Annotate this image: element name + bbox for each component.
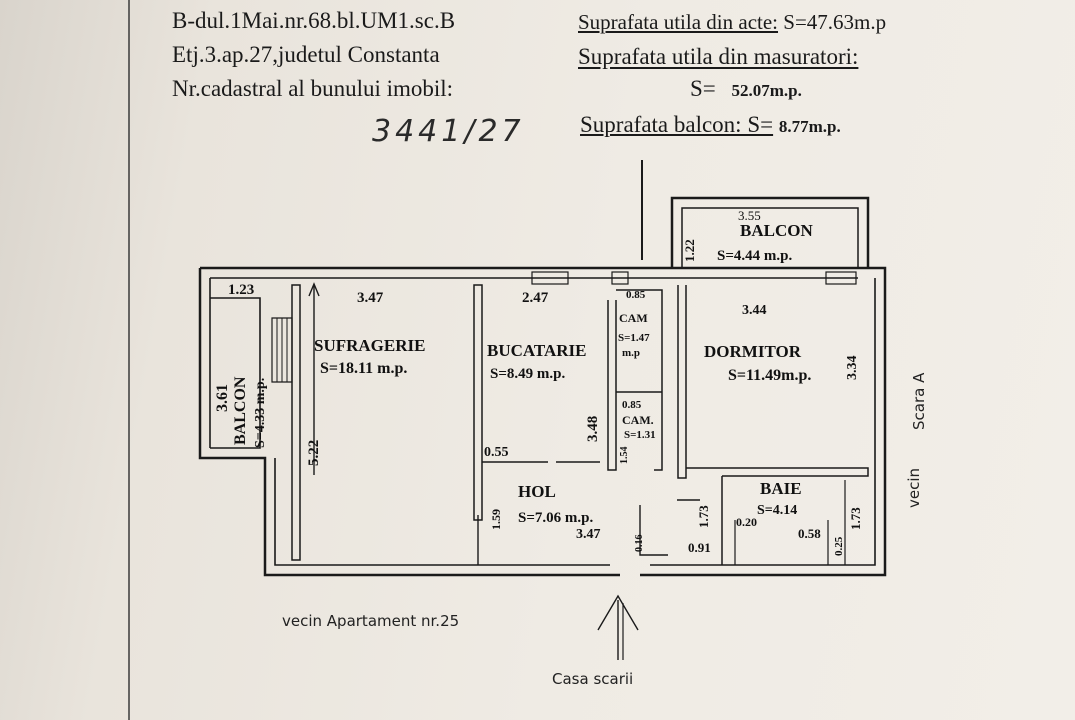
cam1-name: CAM <box>619 311 648 325</box>
bucatarie-area: S=8.49 m.p. <box>490 366 565 382</box>
dormitor-area: S=11.49m.p. <box>728 367 811 384</box>
surface-masuratori-value: 52.07m.p. <box>731 81 802 100</box>
bucatarie-extra: 0.55 <box>484 445 509 460</box>
sufragerie-name: SUFRAGERIE <box>314 336 425 355</box>
baie-d5: 0.16 <box>634 535 645 553</box>
surface-masuratori-label: Suprafata utila din masuratori: <box>578 44 859 69</box>
cam2-width: 0.85 <box>622 399 642 411</box>
bucatarie-name: BUCATARIE <box>487 341 587 360</box>
sufragerie-length: 5.22 <box>306 440 322 466</box>
surface-masuratori-prefix: S= <box>690 76 716 101</box>
dormitor-length: 3.34 <box>845 356 860 381</box>
cam1-width: 0.85 <box>626 289 646 301</box>
cadastral-number-handwritten: 3441/27 <box>372 114 525 149</box>
baie-depth-left: 1.73 <box>696 505 711 528</box>
scara-note: Scara A <box>910 372 928 430</box>
baie-depth-right: 1.73 <box>848 507 863 530</box>
balcon-top-depth: 1.22 <box>682 239 697 262</box>
baie-name: BAIE <box>760 479 802 498</box>
dormitor-width: 3.44 <box>742 303 767 318</box>
casa-scarii-note: Casa scarii <box>552 670 634 688</box>
balcon-left-length: 3.61 <box>214 384 231 412</box>
bucatarie-width: 2.47 <box>522 290 549 306</box>
surface-balcon-label: Suprafata balcon: S= <box>580 112 774 137</box>
dormitor-name: DORMITOR <box>704 342 802 361</box>
margin-line <box>128 0 130 720</box>
sufragerie-width: 3.47 <box>357 290 384 306</box>
surface-acte-label: Suprafata utila din acte: <box>578 10 779 34</box>
bucatarie-length: 3.48 <box>585 416 601 442</box>
balcon-left-width: 1.23 <box>228 282 254 298</box>
surface-acte: Suprafata utila din acte: S=47.63m.p <box>578 10 886 35</box>
surface-balcon-value: 8.77m.p. <box>778 117 841 136</box>
baie-d4: 0.91 <box>688 540 711 555</box>
surface-acte-value: S=47.63m.p <box>783 10 887 34</box>
hol-width: 3.47 <box>576 527 601 542</box>
baie-area: S=4.14 <box>757 503 797 518</box>
address-line-2: Etj.3.ap.27,judetul Constanta <box>172 42 440 67</box>
cadastral-label: Nr.cadastral al bunului imobil: <box>172 76 454 101</box>
balcon-top-width: 3.55 <box>738 208 761 223</box>
hol-depth: 1.59 <box>489 509 503 530</box>
sufragerie-area: S=18.11 m.p. <box>320 360 407 377</box>
balcon-top-area: S=4.44 m.p. <box>717 248 792 264</box>
cam2-length: 1.54 <box>619 447 630 465</box>
cam1-unit: m.p <box>622 347 640 359</box>
balcon-left-name: BALCON <box>232 376 249 445</box>
vecin-right-note: vecin <box>905 467 923 508</box>
baie-d2: 0.58 <box>798 526 821 541</box>
cam2-name: CAM. <box>622 413 654 427</box>
balcon-left-area: S=4.33 m.p. <box>253 378 268 448</box>
cam1-area: S=1.47 <box>618 332 650 344</box>
surface-masuratori: S= 52.07m.p. <box>690 76 802 102</box>
vecin-bottom-note: vecin Apartament nr.25 <box>282 612 460 630</box>
baie-d3: 0.25 <box>833 536 845 556</box>
baie-d1: 0.20 <box>736 515 757 529</box>
balcon-top-name: BALCON <box>740 221 813 240</box>
surface-balcon: Suprafata balcon: S= 8.77m.p. <box>580 112 841 138</box>
cam2-area: S=1.31 <box>624 429 656 441</box>
address-line-1: B-dul.1Mai.nr.68.bl.UM1.sc.B <box>172 8 456 33</box>
hol-area: S=7.06 m.p. <box>518 510 593 526</box>
hol-name: HOL <box>518 482 556 501</box>
